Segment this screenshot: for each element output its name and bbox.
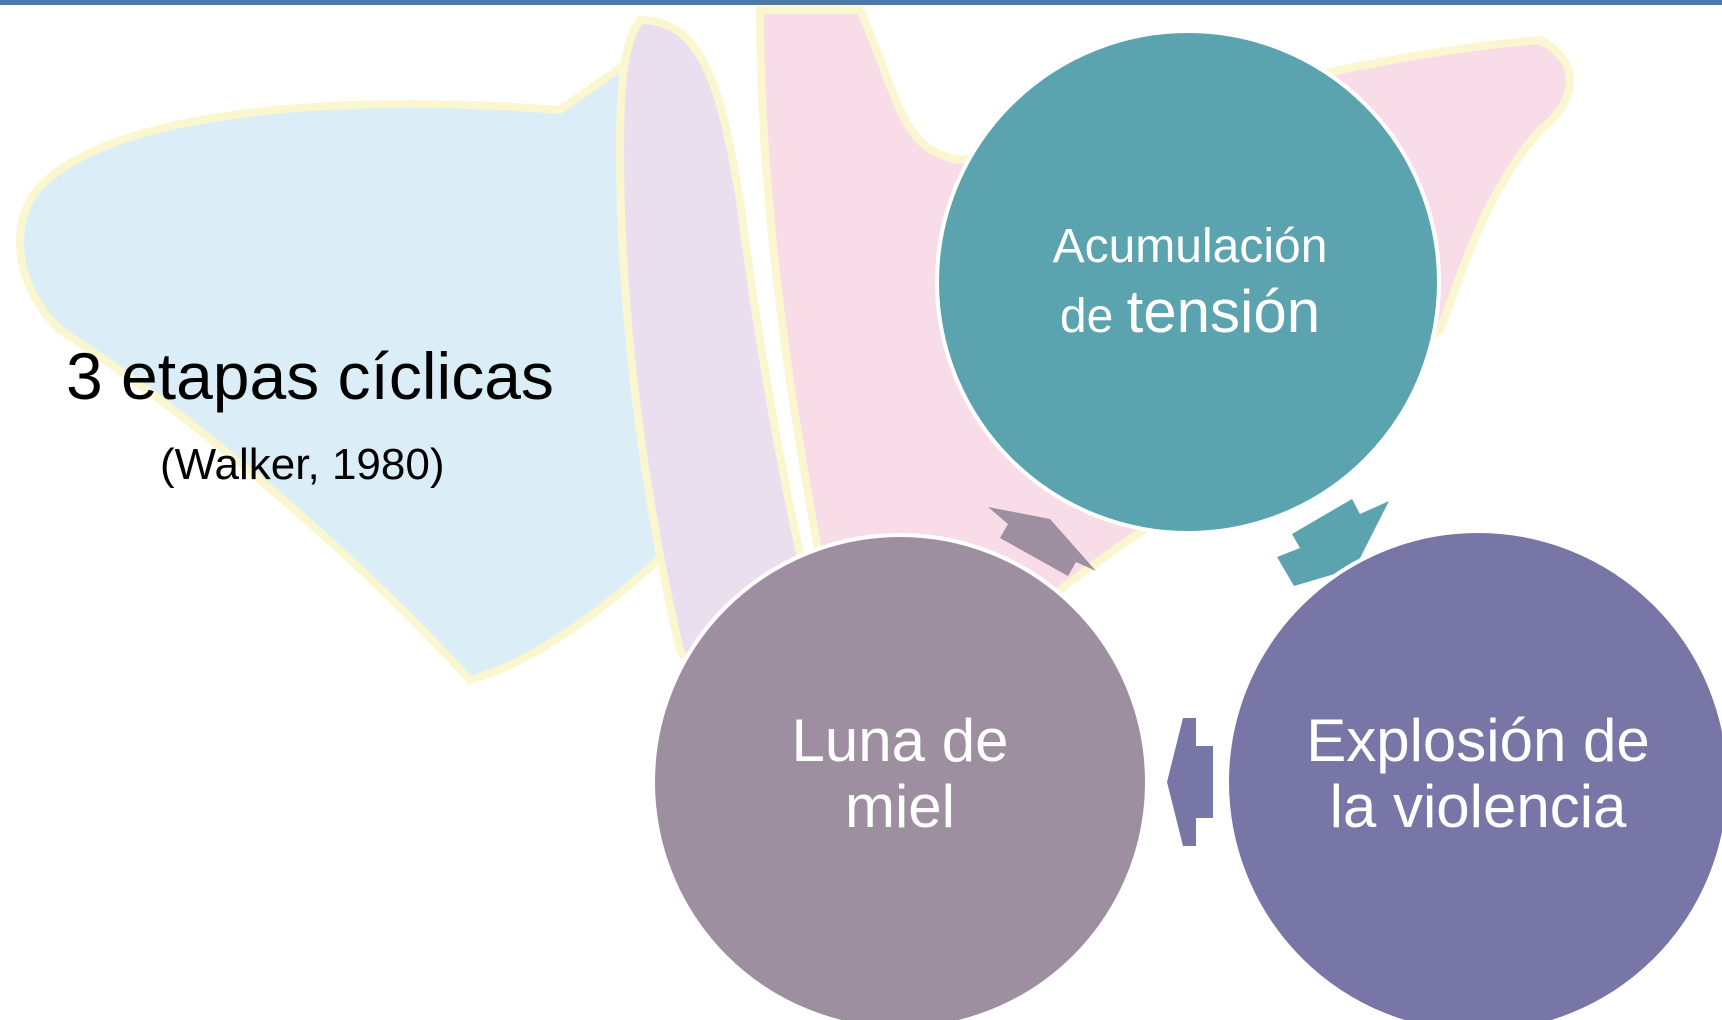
- stage-circle-miel: [651, 533, 1149, 1020]
- stage-explosion-line2: la violencia: [1329, 773, 1627, 840]
- stage-circle-tension: [935, 29, 1441, 535]
- arrow-explosion-to-miel: [1167, 718, 1213, 846]
- stage-explosion-suffix: de: [1583, 707, 1650, 774]
- stage-circle-explosion: [1225, 529, 1722, 1020]
- stage-tension-prefix: de: [1059, 289, 1114, 343]
- stage-tension-strong: tensión: [1126, 277, 1321, 345]
- stage-tension-line1: Acumulación: [1052, 220, 1328, 273]
- stage-label-miel: Luna de miel: [700, 708, 1100, 840]
- stage-miel-line2: miel: [844, 773, 955, 840]
- stage-label-explosion: Explosión de la violencia: [1278, 708, 1678, 840]
- top-bar: [0, 0, 1722, 5]
- arrow-tension-to-explosion: [1277, 499, 1389, 586]
- page-title: 3 etapas cíclicas: [66, 339, 554, 413]
- stage-tension-line2: de tensión: [990, 276, 1390, 348]
- stage-label-tension: Acumulación de tensión: [990, 218, 1390, 348]
- arrow-miel-to-tension: [988, 507, 1096, 576]
- stage-explosion-strong: Explosión: [1306, 707, 1567, 774]
- stage-miel-line1: Luna de: [791, 707, 1009, 774]
- citation: (Walker, 1980): [160, 440, 445, 489]
- stage-explosion-line1: Explosión de: [1278, 708, 1678, 774]
